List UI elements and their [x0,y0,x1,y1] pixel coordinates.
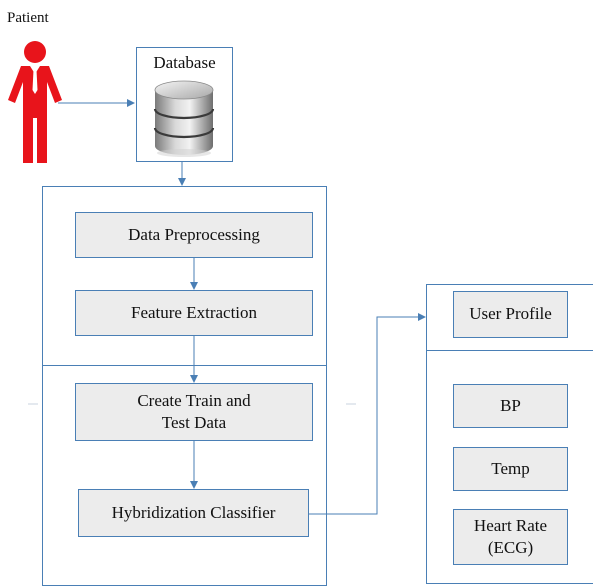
user-profile-box: User Profile [453,291,568,338]
create-train-test-label-line1: Create Train and [137,390,251,410]
create-train-test-box: Create Train and Test Data [75,383,313,441]
heart-rate-label-line2: (ECG) [487,538,534,557]
bp-label: BP [500,395,521,415]
temp-box: Temp [453,447,568,491]
create-train-test-label-line2: Test Data [161,413,227,432]
heart-rate-box: Heart Rate (ECG) [453,509,568,565]
patient-label: Patient [7,10,49,26]
database-label: Database [153,53,216,72]
person-icon [8,41,62,163]
hybridization-classifier-label: Hybridization Classifier [111,502,276,522]
database-icon [153,80,215,157]
heart-rate-label-line1: Heart Rate [473,515,548,535]
hybridization-classifier-box: Hybridization Classifier [78,489,309,537]
data-preprocessing-box: Data Preprocessing [75,212,313,258]
data-preprocessing-label: Data Preprocessing [128,224,260,244]
temp-label: Temp [491,458,530,478]
bp-box: BP [453,384,568,428]
connector-layer [28,99,426,515]
user-profile-label: User Profile [469,304,552,324]
classifier-to-user-profile-arrow [309,313,426,515]
feature-extraction-box: Feature Extraction [75,290,313,336]
database-box [136,47,233,162]
feature-extraction-label: Feature Extraction [130,302,258,322]
panel-divider [42,365,327,366]
right-panel-divider [426,350,593,351]
